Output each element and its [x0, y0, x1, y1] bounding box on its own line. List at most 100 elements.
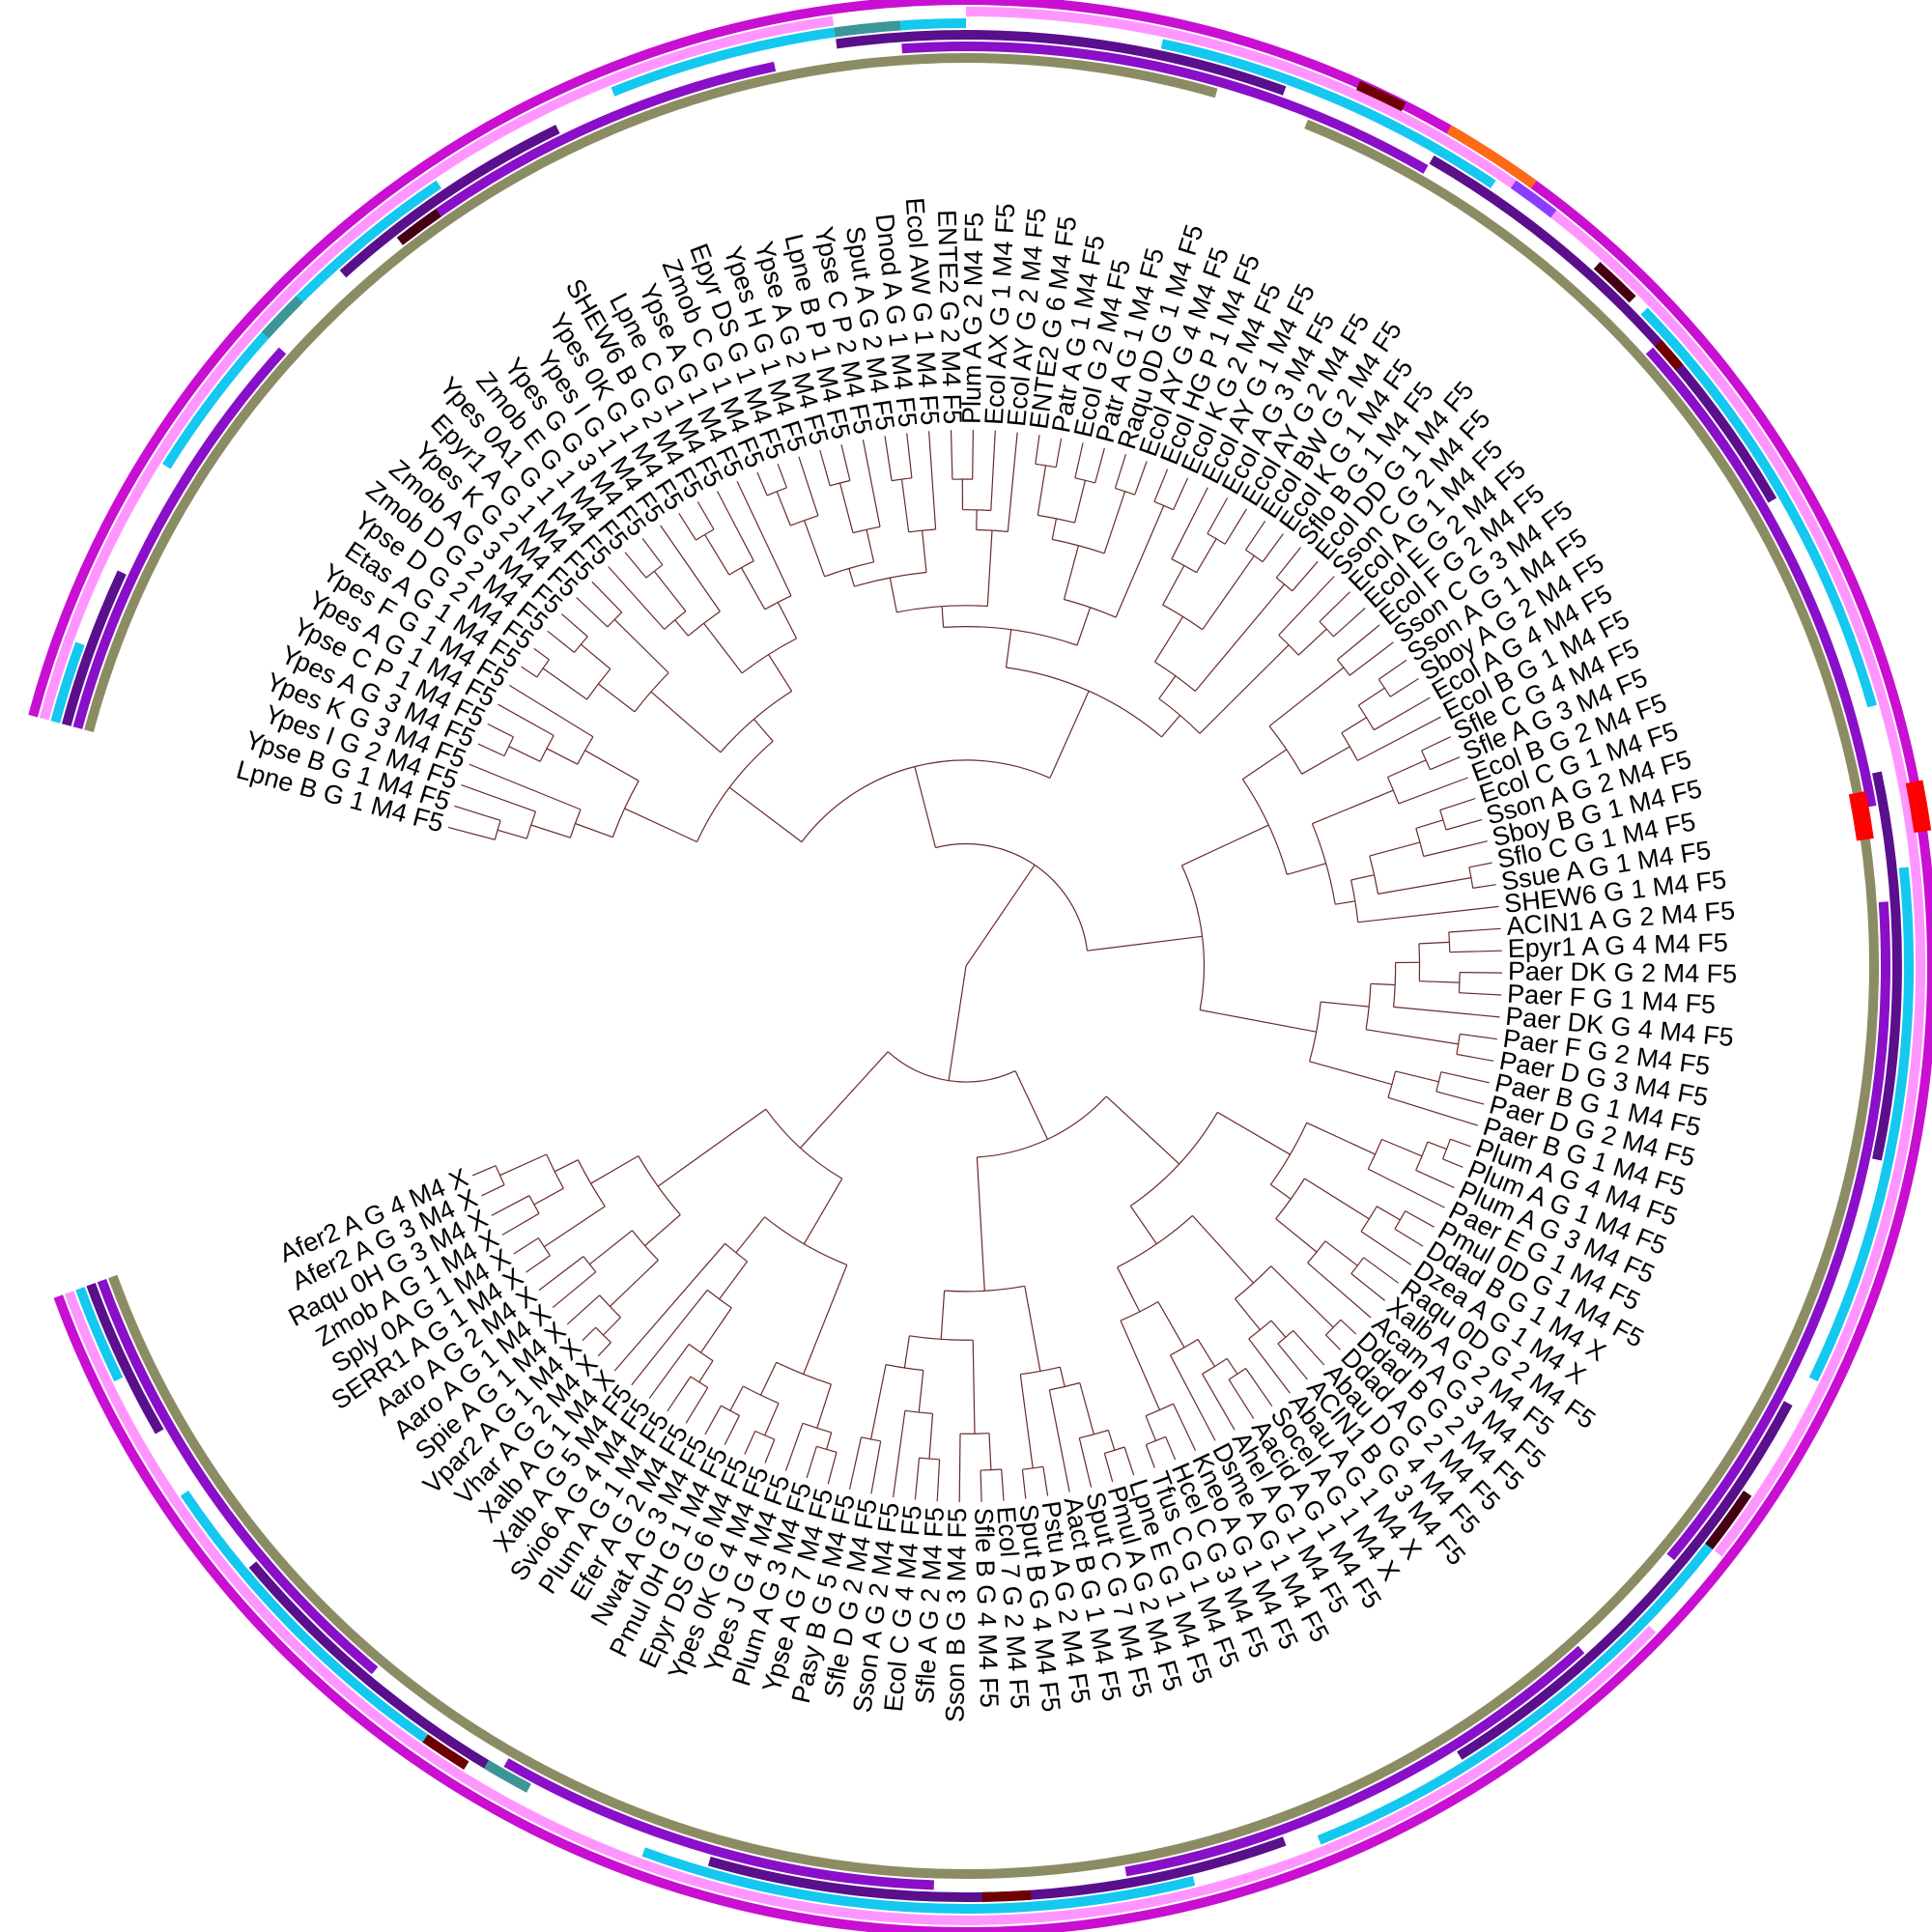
tree-clade-arc — [854, 571, 927, 587]
tree-branch — [1123, 1446, 1135, 1476]
tree-branch — [554, 1159, 579, 1173]
tree-branch — [1415, 1169, 1455, 1188]
tree-branch — [648, 1344, 690, 1400]
tree-branch — [1459, 992, 1502, 996]
tree-branch — [1394, 1228, 1424, 1247]
tree-branch — [1055, 438, 1063, 468]
tree-branch — [729, 1385, 744, 1411]
tree-branch — [1319, 591, 1350, 622]
tree-branch — [1202, 1373, 1236, 1431]
tree-clade-arc — [1418, 943, 1421, 981]
tree-branch — [716, 491, 754, 561]
tree-branch — [533, 647, 550, 661]
tree-branch — [1105, 1095, 1180, 1165]
tree-branch — [1460, 1033, 1497, 1040]
tree-clade-arc — [536, 659, 550, 678]
tree-branch — [1445, 818, 1483, 831]
ring-2-segment — [396, 61, 777, 245]
tree-clade-arc — [1245, 549, 1264, 563]
tree-branch — [1270, 1320, 1287, 1338]
ring-2-segment — [97, 1278, 379, 1675]
tree-clade-arc — [1421, 750, 1431, 770]
ring-3-segment — [339, 125, 560, 278]
tree-branch — [724, 1415, 741, 1445]
tree-branch — [1129, 1206, 1157, 1245]
tree-branch — [1115, 505, 1165, 618]
tree-branch — [728, 786, 803, 843]
tree-branch — [1393, 1006, 1500, 1018]
tree-branch — [624, 552, 647, 579]
tree-branch — [477, 743, 505, 757]
tree-branch — [1076, 607, 1092, 646]
tree-branch — [1224, 508, 1247, 545]
tree-branch — [582, 1326, 597, 1342]
tree-branch — [1145, 1415, 1157, 1441]
tree-branch — [469, 763, 582, 810]
tree-branch — [588, 1230, 633, 1265]
tree-branch — [1161, 715, 1181, 738]
tree-branch — [1366, 1029, 1459, 1045]
ring-accent-block — [483, 1760, 531, 1793]
tree-branch — [1021, 1469, 1027, 1499]
tree-branch — [980, 1470, 982, 1502]
tree-branch — [1332, 608, 1366, 638]
tree-branch — [491, 1195, 530, 1216]
tree-clade-arc — [1180, 865, 1205, 1010]
tree-branch — [1335, 900, 1355, 905]
tree-branch — [1074, 442, 1084, 478]
tree-branch — [1059, 1367, 1065, 1387]
tree-clade-arc — [1269, 1122, 1308, 1185]
tree-branch — [1278, 576, 1335, 636]
tree-clade-arc — [1311, 823, 1336, 905]
tree-branch — [988, 1433, 992, 1470]
tree-branch — [1103, 1453, 1114, 1483]
tree-clade-arc — [977, 1095, 1107, 1158]
tree-branch — [521, 666, 538, 678]
tree-branch — [1235, 1298, 1261, 1331]
ring-4-segment — [75, 1287, 124, 1382]
ring-2-segment — [1666, 901, 1890, 1561]
tree-branch — [533, 1187, 564, 1206]
ring-3-segment — [1872, 771, 1902, 1161]
tree-branch — [1049, 691, 1090, 779]
tree-branch — [764, 1438, 776, 1463]
ring-2-segment — [1124, 1645, 1585, 1877]
tree-branch — [1048, 1389, 1070, 1492]
tree-branches — [447, 429, 1503, 1503]
tree-branch — [1153, 469, 1169, 502]
tree-branch — [660, 525, 721, 612]
tree-branch — [1226, 1358, 1238, 1375]
tree-clade-arc — [764, 1216, 848, 1265]
tree-branch — [744, 1431, 756, 1455]
tree-branch — [870, 1364, 887, 1440]
tree-branch — [1448, 927, 1501, 933]
tree-branch — [1357, 716, 1441, 761]
tree-branch — [986, 530, 993, 607]
leaf-label: Sson B G 3 M4 F5 — [940, 1508, 972, 1722]
tree-branch — [972, 1340, 976, 1435]
ring-accent-block — [422, 1734, 469, 1770]
tree-clade-arc — [721, 1405, 740, 1416]
tree-branch — [1449, 950, 1502, 953]
tree-branch — [1202, 554, 1255, 631]
tree-branch — [1387, 1096, 1479, 1126]
tree-clade-arc — [528, 1195, 540, 1214]
tree-branch — [826, 1432, 833, 1450]
ring-accent-block — [1593, 261, 1636, 303]
tree-clade-arc — [1350, 1257, 1365, 1274]
tree-branch — [1301, 746, 1350, 775]
tree-clade-arc — [764, 595, 792, 611]
tree-branch — [840, 444, 851, 481]
tree-branch — [698, 1360, 714, 1383]
tree-branch — [461, 784, 536, 812]
tree-branch — [678, 512, 696, 541]
tree-clade-arc — [688, 611, 721, 637]
tree-branch — [1162, 565, 1185, 606]
tree-branch — [1103, 491, 1126, 554]
tree-branch — [1440, 1071, 1490, 1084]
tree-clade-arc — [1307, 1240, 1326, 1264]
tree-clade-arc — [1022, 1465, 1043, 1470]
tree-clade-arc — [1369, 855, 1379, 895]
tree-branch — [1196, 538, 1217, 574]
tree-clade-arc — [959, 1433, 990, 1435]
